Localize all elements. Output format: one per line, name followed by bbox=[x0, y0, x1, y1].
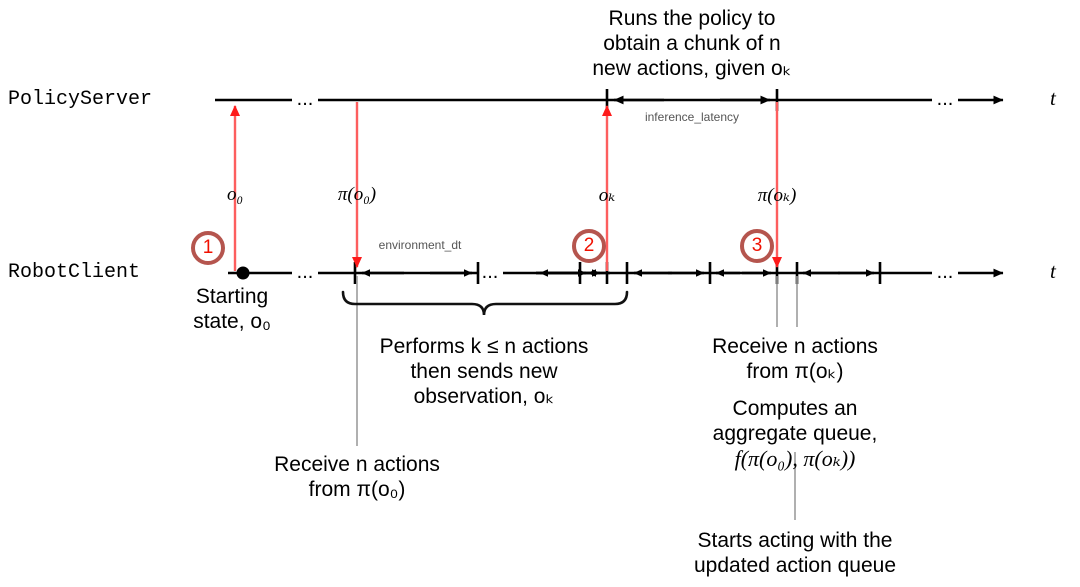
robotclient-ellipsis-mid: ... bbox=[481, 261, 499, 283]
annotation-receive-actions-pi-ok-line2: from π(oₖ) bbox=[746, 360, 844, 383]
annotation-receive-actions-pi-ok: Receive n actions from π(oₖ) bbox=[712, 334, 878, 384]
annotation-runs-policy: Runs the policy to obtain a chunk of n n… bbox=[592, 6, 791, 81]
annotation-receive-actions-pi-o0-line1: Receive n actions bbox=[274, 453, 440, 476]
message-arrows bbox=[230, 102, 782, 271]
annotation-performs-k-actions-line2: then sends new bbox=[410, 360, 558, 383]
performs-actions-brace bbox=[341, 290, 629, 316]
step-marker-1[interactable]: 1 bbox=[191, 231, 225, 265]
annotation-performs-k-actions-line3: observation, oₖ bbox=[413, 385, 555, 408]
robotclient-ellipsis-right: ... bbox=[936, 261, 954, 283]
policyserver-timeline bbox=[215, 89, 1004, 111]
interval-label-inference-latency: inference_latency bbox=[644, 110, 740, 124]
annotation-runs-policy-line3: new actions, given oₖ bbox=[592, 57, 792, 80]
annotation-computes-aggregate-queue-line2: aggregate queue, bbox=[712, 422, 878, 445]
lane-label-policyserver: PolicyServer bbox=[8, 88, 153, 111]
annotation-performs-k-actions: Performs k ≤ n actions then sends new ob… bbox=[380, 334, 589, 409]
message-label-pi-ok: π(oₖ) bbox=[757, 185, 797, 206]
annotation-computes-aggregate-queue-line1: Computes an bbox=[732, 397, 858, 420]
annotation-computes-aggregate-queue: Computes an aggregate queue, f(π(o₀), π(… bbox=[713, 396, 878, 471]
annotation-runs-policy-line2: obtain a chunk of n bbox=[603, 32, 781, 55]
lane-label-robotclient: RobotClient bbox=[8, 261, 141, 284]
step-marker-3[interactable]: 3 bbox=[740, 229, 774, 263]
message-label-ok: oₖ bbox=[598, 185, 616, 206]
annotation-starting-state: Starting state, o₀ bbox=[193, 284, 271, 334]
annotation-receive-actions-pi-ok-line1: Receive n actions bbox=[712, 335, 878, 358]
robotclient-ellipsis-left: ... bbox=[296, 261, 314, 283]
policyserver-axis-label: t bbox=[1050, 86, 1056, 110]
message-label-pi-o0: π(o₀) bbox=[337, 184, 377, 205]
annotation-receive-actions-pi-o0: Receive n actions from π(o₀) bbox=[274, 452, 440, 502]
robotclient-timeline bbox=[228, 262, 1004, 284]
robotclient-axis-label: t bbox=[1050, 259, 1056, 283]
annotation-starting-state-line1: Starting bbox=[195, 285, 269, 308]
message-label-o0: o₀ bbox=[226, 184, 244, 205]
annotation-starts-acting-line1: Starts acting with the bbox=[697, 529, 893, 552]
annotation-computes-aggregate-queue-formula: f(π(o₀), π(oₖ)) bbox=[734, 446, 856, 471]
policyserver-ellipsis-right: ... bbox=[936, 88, 954, 110]
annotation-runs-policy-line1: Runs the policy to bbox=[608, 7, 776, 30]
annotation-starts-acting: Starts acting with the updated action qu… bbox=[694, 528, 896, 578]
step-marker-2[interactable]: 2 bbox=[572, 229, 606, 263]
annotation-performs-k-actions-line1: Performs k ≤ n actions bbox=[379, 335, 589, 358]
policyserver-ellipsis-left: ... bbox=[296, 88, 314, 110]
interval-label-environment-dt: environment_dt bbox=[378, 238, 462, 252]
annotation-starting-state-line2: state, o₀ bbox=[193, 310, 271, 333]
annotation-receive-actions-pi-o0-line2: from π(o₀) bbox=[308, 478, 406, 501]
annotation-starts-acting-line2: updated action queue bbox=[693, 554, 897, 577]
